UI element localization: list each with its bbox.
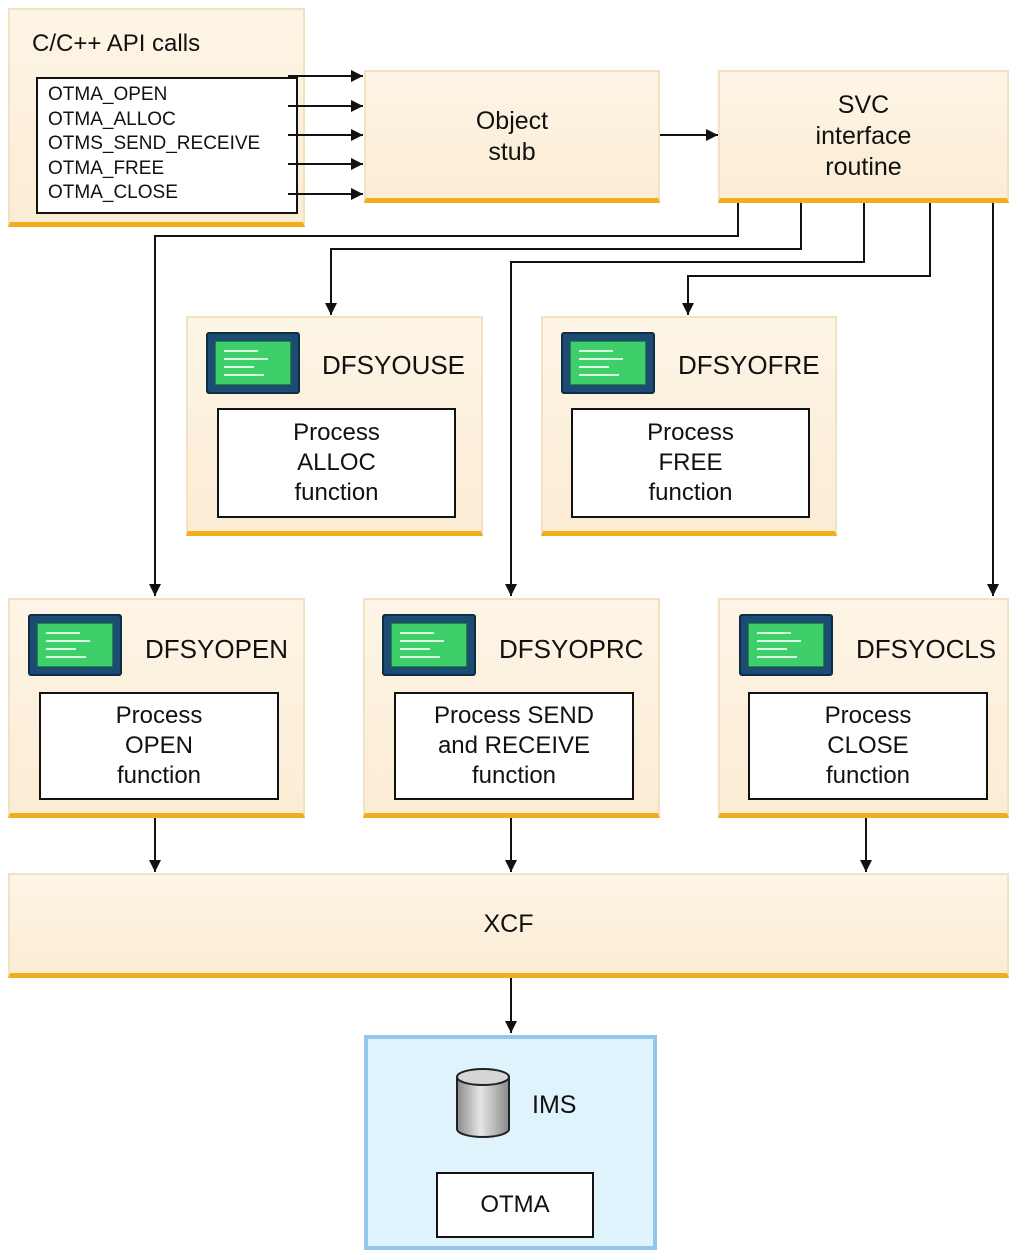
api-call-item: OTMA_CLOSE (48, 182, 178, 203)
database-cylinder-icon (456, 1068, 510, 1138)
dfsyofre-title: DFSYOFRE (678, 350, 820, 380)
svc-label: SVC interface routine (815, 91, 912, 181)
dfsyouse-title: DFSYOUSE (322, 350, 466, 380)
api-call-item: OTMA_FREE (48, 157, 165, 179)
monitor-icon (28, 614, 122, 676)
dfsyoprc-title: DFSYOPRC (499, 634, 644, 664)
monitor-icon (382, 614, 476, 676)
api-calls-list: OTMA_OPEN OTMA_ALLOC OTMS_SEND_RECEIVE O… (36, 77, 298, 214)
dfsyopen-title: DFSYOPEN (145, 634, 289, 664)
dfsyocls-process: Process CLOSE function (748, 692, 988, 800)
dfsyocls-box: DFSYOCLS Process CLOSE function (718, 598, 1009, 818)
ims-title: IMS (532, 1091, 577, 1119)
object-stub-label: Object stub (475, 107, 549, 166)
dfsyouse-process: Process ALLOC function (217, 408, 456, 518)
api-call-item: OTMS_SEND_RECEIVE (48, 133, 261, 154)
xcf-label: XCF (483, 910, 534, 938)
arrow-svc-to-dfsyofre (682, 203, 931, 315)
dfsyoprc-process: Process SEND and RECEIVE function (394, 692, 634, 800)
monitor-icon (739, 614, 833, 676)
otma-box: OTMA (436, 1172, 594, 1238)
object-stub-box: Object stub (364, 70, 660, 203)
arrow-svc-to-dfsyoprc (505, 203, 865, 596)
dfsyopen-process: Process OPEN function (39, 692, 279, 800)
svc-box: SVC interface routine (718, 70, 1009, 203)
dfsyocls-title: DFSYOCLS (856, 634, 997, 664)
api-calls-title: C/C++ API calls (32, 30, 201, 57)
dfsyofre-process: Process FREE function (571, 408, 810, 518)
api-call-item: OTMA_ALLOC (48, 108, 176, 130)
monitor-icon (206, 332, 300, 394)
dfsyofre-box: DFSYOFRE Process FREE function (541, 316, 837, 536)
arrow-svc-to-dfsyouse (325, 203, 802, 315)
arrow-svc-to-dfsyopen (149, 203, 739, 596)
dfsyopen-box: DFSYOPEN Process OPEN function (8, 598, 305, 818)
dfsyoprc-box: DFSYOPRC Process SEND and RECEIVE functi… (363, 598, 660, 818)
api-calls-box: C/C++ API calls OTMA_OPEN OTMA_ALLOC OTM… (8, 8, 305, 227)
ims-box: IMS OTMA (364, 1035, 657, 1250)
dfsyouse-box: DFSYOUSE Process ALLOC function (186, 316, 483, 536)
xcf-box: XCF (8, 873, 1009, 978)
monitor-icon (561, 332, 655, 394)
api-call-item: OTMA_OPEN (48, 84, 168, 105)
